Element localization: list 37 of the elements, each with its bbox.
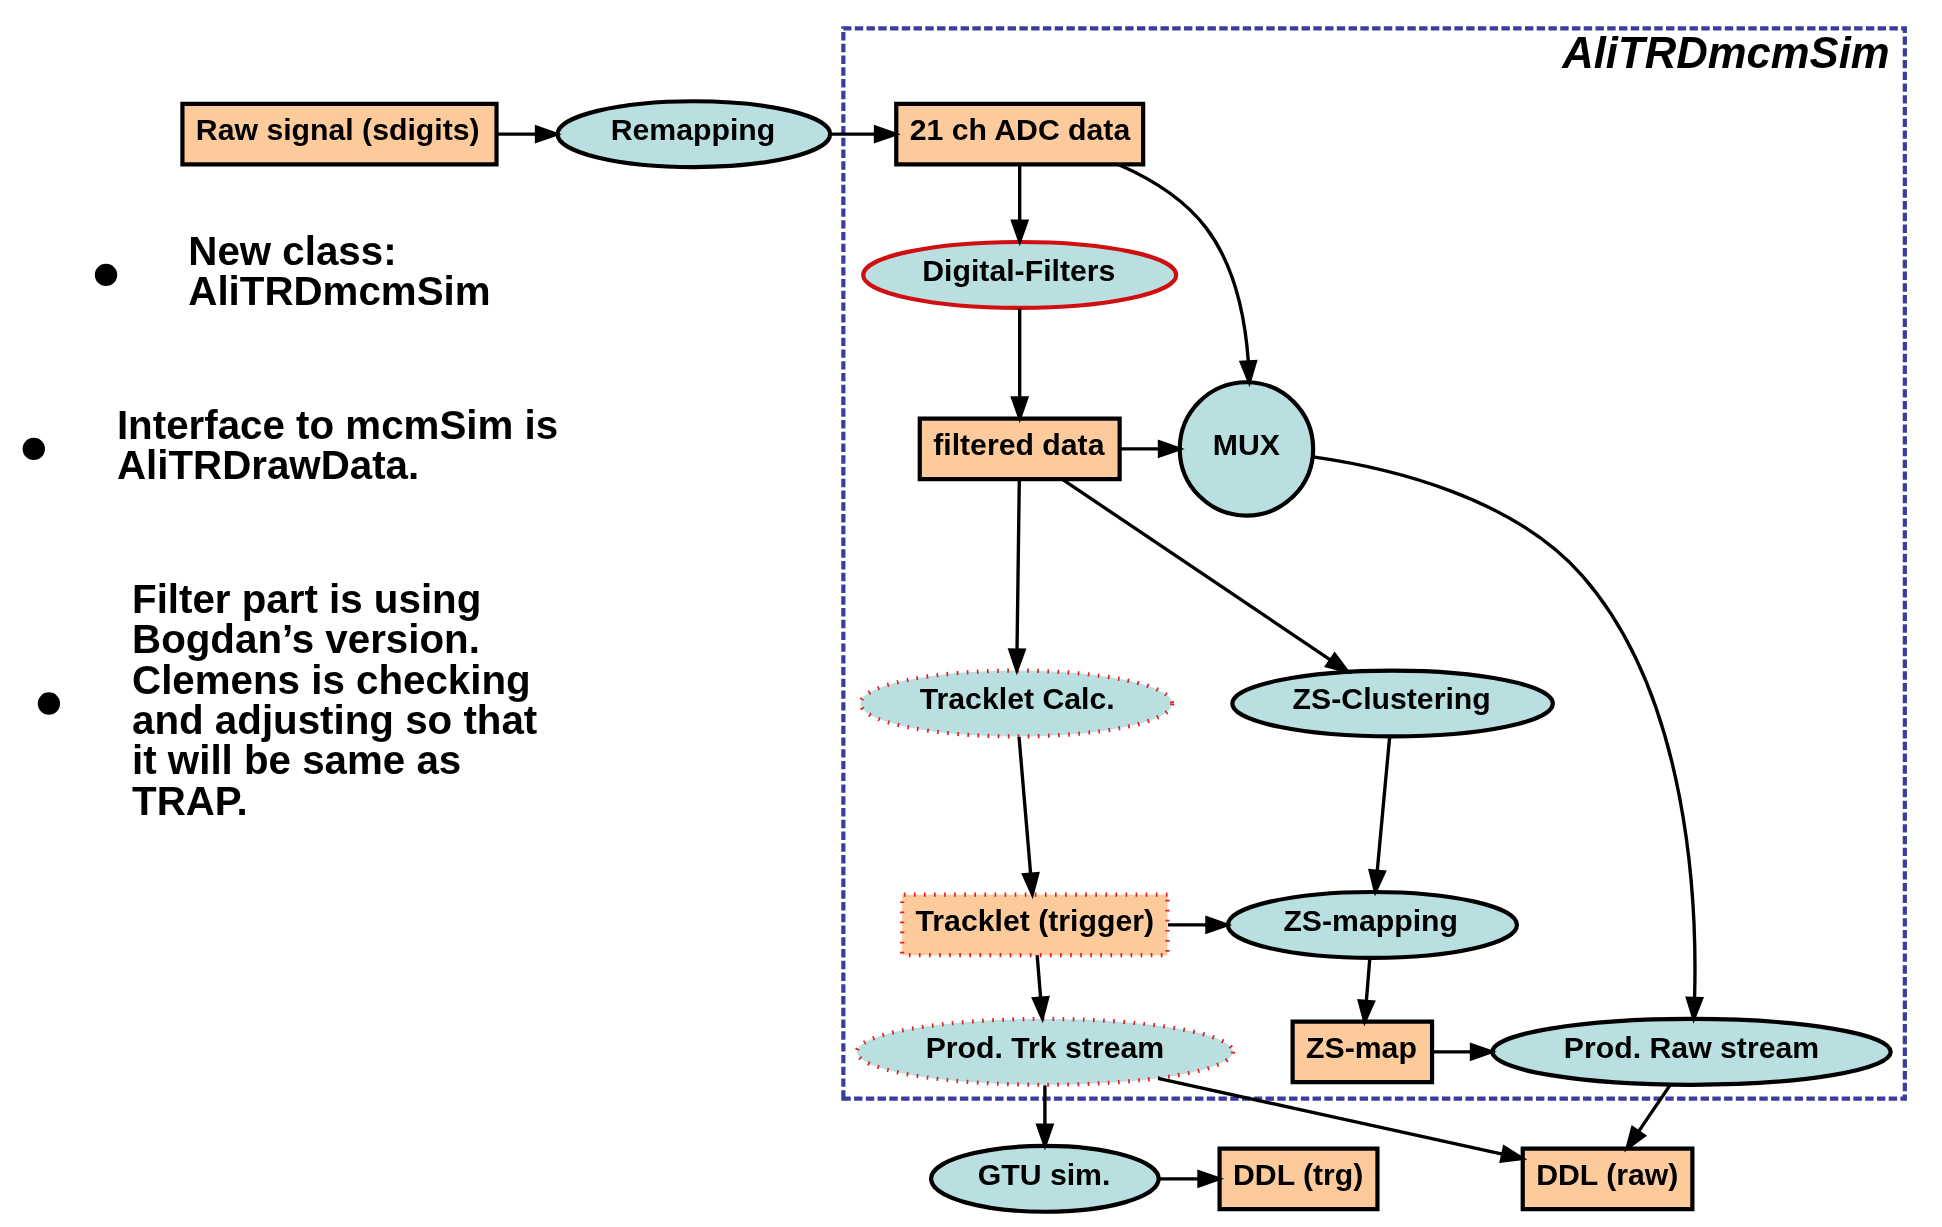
arrow — [1030, 955, 1050, 1024]
arrow — [1061, 478, 1352, 675]
node-ellipse: Prod. Raw stream — [1489, 1016, 1893, 1087]
arrow — [1007, 479, 1026, 676]
node-ellipse: ZS-Clustering — [1229, 668, 1555, 739]
arrow — [1158, 1169, 1224, 1189]
node-ellipse: GTU sim. — [928, 1143, 1161, 1214]
node-ellipse: Prod. Trk stream — [854, 1016, 1235, 1087]
label: Filter part is using Bogdan’s version. Clemens is checking and adjusting so that it will be same as TRAP. — [131, 577, 537, 824]
node-box: Tracklet (trigger) — [899, 892, 1170, 958]
arrow — [1431, 1042, 1497, 1062]
arrow — [1367, 736, 1391, 897]
node-box: DDL (trg) — [1216, 1146, 1380, 1212]
node-box: ZS-map — [1290, 1019, 1434, 1085]
label: New class: AliTRDmcmSim — [187, 229, 491, 315]
node-box: filtered data — [917, 416, 1122, 482]
node-box: DDL (raw) — [1520, 1146, 1694, 1212]
node-circle: MUX — [1177, 380, 1315, 518]
label: Interface to mcmSim is AliTRDrawData. — [116, 403, 558, 489]
node-box: 21 ch ADC data — [893, 101, 1145, 167]
arrow — [1623, 1084, 1671, 1153]
arrow — [1119, 439, 1185, 459]
arrow — [496, 124, 562, 144]
arrow — [1157, 1076, 1527, 1163]
arrow — [830, 124, 901, 144]
arrow — [1016, 736, 1040, 900]
arrow — [1009, 308, 1029, 424]
node-ellipse: Tracklet Calc. — [857, 668, 1174, 739]
arrow — [1167, 915, 1232, 935]
node-ellipse: Remapping — [555, 99, 832, 170]
arrow — [1356, 958, 1376, 1027]
arrow — [1312, 455, 1704, 1024]
node-ellipse: Digital-Filters — [860, 239, 1178, 310]
node-ellipse: ZS-mapping — [1225, 889, 1519, 960]
node-box: Raw signal (sdigits) — [179, 101, 499, 167]
arrow — [1009, 165, 1029, 247]
arrow — [1034, 1085, 1054, 1151]
